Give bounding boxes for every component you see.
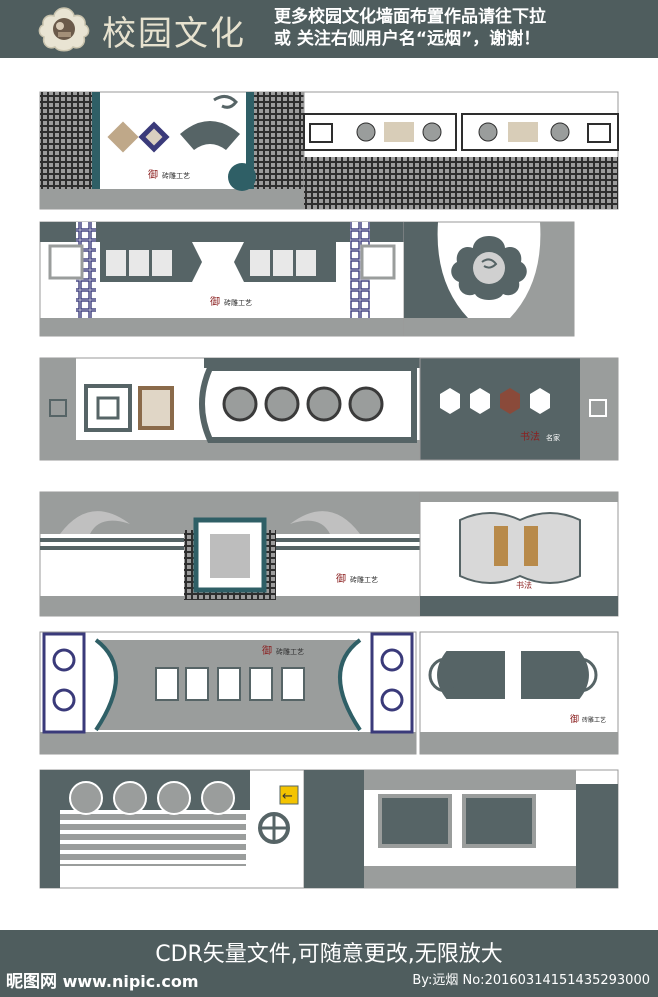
design-row-1: 御 砖雕工艺 (39, 91, 619, 210)
design-row-4: 御 砖雕工艺 书法 (39, 491, 619, 617)
notice-line-2: 或 关注右侧用户名“远烟”，谢谢！ (274, 29, 541, 49)
design-row-3: 书法 名家 (39, 357, 619, 461)
famous-calligraphy-label: 名家 (546, 433, 560, 442)
brick-carving-label: 砖雕工艺 (224, 298, 252, 307)
wall-designs-canvas: 御 砖雕工艺 御 砖雕工艺 (39, 91, 619, 889)
design-gallery: 御 砖雕工艺 御 砖雕工艺 (0, 58, 658, 930)
brick-carving-char: 御 (148, 168, 158, 181)
author-id: By:远烟 No:20160314151435293000 (412, 973, 650, 988)
site-watermark: 昵图网 www.nipic.com (6, 967, 199, 992)
brick-carving-char: 御 (336, 572, 346, 585)
grid-panel-left (40, 92, 92, 189)
top-banner: 校园文化 更多校园文化墙面布置作品请往下拉 或 关注右侧用户名“远烟”，谢谢！ (0, 0, 658, 58)
notice-line-1: 更多校园文化墙面布置作品请往下拉 (274, 7, 546, 27)
notice-text: 更多校园文化墙面布置作品请往下拉 或 关注右侧用户名“远烟”，谢谢！ (274, 6, 654, 50)
cloud-emblem-icon (38, 7, 90, 52)
brand-title: 校园文化 (102, 14, 246, 54)
site-mark: 昵图网 (6, 972, 57, 992)
file-format-caption: CDR矢量文件,可随意更改,无限放大 (155, 942, 503, 967)
design-row-5: 御 砖雕工艺 御 砖雕工艺 (39, 631, 619, 755)
calligraphy-char: 书法 (516, 580, 532, 590)
brick-carving-char: 御 (570, 713, 579, 725)
calligraphy-char: 书法 (520, 430, 540, 443)
design-row-6: ← (39, 769, 619, 889)
brick-carving-char: 御 (210, 295, 220, 308)
brick-carving-label: 砖雕工艺 (162, 171, 190, 180)
design-row-2: 御 砖雕工艺 (39, 221, 575, 337)
brick-carving-label: 砖雕工艺 (582, 716, 606, 724)
brick-carving-label: 砖雕工艺 (350, 575, 378, 584)
brick-carving-char: 御 (262, 644, 272, 657)
bottom-banner (0, 930, 658, 997)
arrow-left-icon: ← (282, 789, 293, 804)
site-url: www.nipic.com (62, 972, 199, 991)
brick-carving-label: 砖雕工艺 (276, 647, 304, 656)
